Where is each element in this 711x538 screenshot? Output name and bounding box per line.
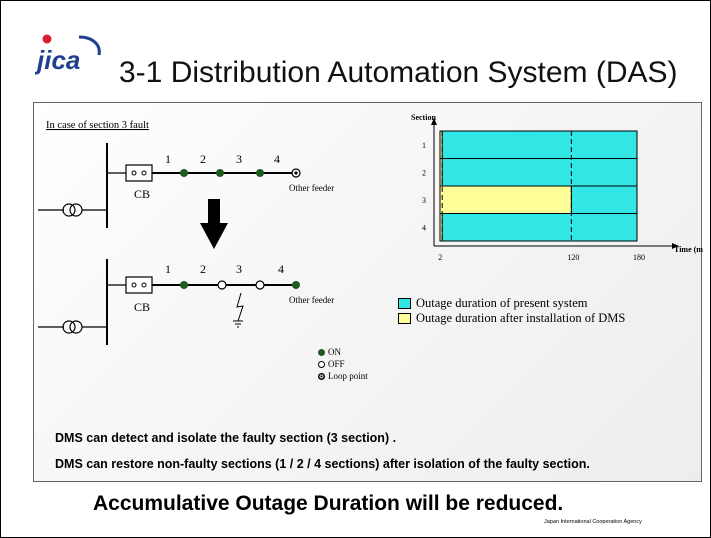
chart-ylabel: Section [411, 113, 436, 122]
chart-xlabel: Time (minute) [674, 245, 703, 254]
note-detect: DMS can detect and isolate the faulty se… [55, 431, 397, 445]
y-tick-label-2: 2 [422, 168, 426, 177]
conclusion-text: Accumulative Outage Duration will be red… [93, 492, 564, 515]
switch-2-off-after [217, 280, 227, 290]
cb-contact-a [131, 170, 137, 176]
section-label-3: 3 [236, 152, 242, 166]
bar-dms-section-3 [439, 185, 572, 214]
key-loop-label: Loop point [328, 371, 368, 381]
loop-point-core [294, 171, 298, 175]
x-axis-arrow [672, 243, 679, 249]
case-label: In case of section 3 fault [46, 120, 149, 131]
arrow-shaft [208, 199, 220, 223]
circuit-breaker [125, 164, 153, 182]
bar-present-section-2 [439, 158, 638, 187]
circuit-breaker-after [125, 276, 153, 294]
section-label-3-after: 3 [236, 262, 242, 276]
switch-2-on [216, 169, 224, 177]
bar-present-section-4 [439, 213, 638, 242]
y-tick-label-1: 1 [422, 141, 426, 150]
on-dot-icon [318, 348, 325, 356]
section-label-4: 4 [274, 152, 280, 166]
switch-3-off-after [255, 280, 265, 290]
panel-canvas: In case of section 3 fault CB 1 [38, 113, 703, 345]
key-on: ON [318, 347, 341, 357]
content-panel: In case of section 3 fault CB 1 [33, 102, 703, 482]
transformer-coil-b [69, 203, 83, 217]
cb-contact-a-after [131, 282, 137, 288]
fault-bolt [236, 292, 244, 322]
footer-agency: Japan International Cooperation Agency [544, 519, 642, 525]
logo-arc [78, 35, 101, 56]
circuit-after: CB 1 2 3 4 Other feeder [38, 259, 334, 345]
cb-contact-b-after [141, 282, 147, 288]
cb-contact-b [141, 170, 147, 176]
logo-red-dot [42, 34, 52, 44]
chart-marks: 1 2 3 4 2 120 180 [422, 130, 645, 262]
outage-chart: Section Time (minute) 1 2 3 4 2 120 180 [411, 113, 703, 262]
legend-swatch-yellow [398, 313, 411, 324]
key-off: OFF [318, 359, 345, 369]
x-tick-label-120: 120 [567, 253, 579, 262]
cb-label: CB [134, 187, 150, 201]
section-label-1: 1 [165, 152, 171, 166]
cb-label-after: CB [134, 300, 150, 314]
switch-3-on [256, 169, 264, 177]
off-dot-icon [318, 360, 325, 368]
transformer-coil-b-after [69, 320, 83, 334]
section-label-1-after: 1 [165, 262, 171, 276]
y-axis-arrow [431, 118, 437, 125]
arrow-head [200, 223, 228, 249]
y-tick-label-4: 4 [422, 223, 426, 232]
legend-dms: Outage duration after installation of DM… [398, 311, 625, 326]
legend-present-label: Outage duration of present system [416, 296, 588, 310]
section-label-2-after: 2 [200, 262, 206, 276]
y-tick-label-3: 3 [422, 196, 426, 205]
section-label-4-after: 4 [278, 262, 284, 276]
logo-text: jica [35, 45, 80, 75]
switch-1-on [180, 169, 188, 177]
other-feeder-label-after: Other feeder [289, 295, 334, 305]
transformer-coil-a [62, 203, 76, 217]
loop-switch-closed [292, 281, 300, 289]
circuit-before: CB 1 2 3 4 Other feeder [38, 143, 334, 228]
key-loop: Loop point [318, 371, 368, 381]
bar-present-section-1 [439, 130, 638, 159]
transformer-coil-a-after [62, 320, 76, 334]
x-tick-label-2: 2 [438, 253, 442, 262]
x-tick-label-180: 180 [633, 253, 645, 262]
legend-swatch-cyan [398, 298, 411, 309]
note-restore: DMS can restore non-faulty sections (1 /… [55, 457, 590, 471]
page-title: 3-1 Distribution Automation System (DAS) [119, 56, 678, 89]
loop-dot-icon [318, 372, 325, 380]
section-label-2: 2 [200, 152, 206, 166]
jica-logo: jica [35, 34, 101, 75]
key-on-label: ON [328, 347, 341, 357]
legend-dms-label: Outage duration after installation of DM… [416, 311, 626, 325]
transition-arrow [200, 199, 228, 249]
key-off-label: OFF [328, 359, 345, 369]
other-feeder-label: Other feeder [289, 183, 334, 193]
legend-present: Outage duration of present system [398, 296, 587, 311]
switch-1-on-after [180, 281, 188, 289]
